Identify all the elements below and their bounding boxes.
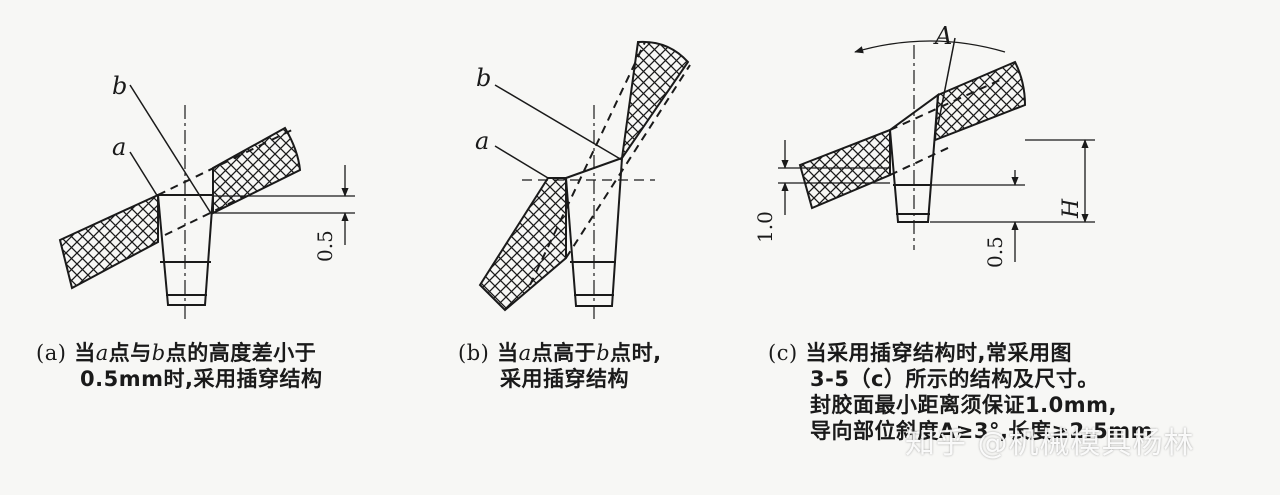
insert-c — [888, 92, 940, 223]
caption-b-var-b: b — [596, 341, 611, 365]
caption-a-var-b: b — [151, 341, 166, 365]
insert-a — [156, 194, 215, 306]
caption-b: (b) 当a点高于b点时, 采用插穿结构 — [458, 340, 662, 392]
caption-c-line2: 3-5（c）所示的结构及尺寸。 — [810, 367, 1099, 391]
caption-c-line1: 当采用插穿结构时,常采用图 — [805, 341, 1072, 365]
caption-a-text: 点与 — [108, 341, 152, 365]
plate-a-left — [58, 193, 159, 290]
caption-c-tag: (c) — [768, 341, 798, 365]
caption-a: (a) 当a点与b点的高度差小于 0.5mm时,采用插穿结构 — [36, 340, 322, 392]
plate-b-lower — [478, 177, 567, 312]
label-A-fig-c: A — [933, 22, 952, 50]
label-b-fig-a: b — [112, 72, 127, 100]
figure-b — [478, 40, 691, 320]
insert-b — [564, 156, 624, 307]
caption-a-tag: (a) — [36, 341, 67, 365]
dim-05-fig-a: 0.5 — [313, 230, 337, 262]
plate-a-right — [212, 126, 302, 215]
label-a-fig-a: a — [112, 133, 126, 161]
caption-b-text: 当 — [497, 341, 519, 365]
watermark: 知乎 @机械模具杨林 — [905, 426, 1195, 461]
caption-a-var-a: a — [95, 341, 109, 365]
caption-c-line3: 封胶面最小距离须保证1.0mm, — [810, 393, 1117, 417]
caption-b-text: 点时, — [610, 341, 662, 365]
caption-b-line2: 采用插穿结构 — [500, 367, 629, 391]
plate-c-left — [798, 128, 891, 210]
label-a-fig-b: a — [475, 127, 489, 155]
caption-c-line4: 导向部位斜度A≥3°,长度≥2.5mm — [810, 419, 1153, 443]
caption-b-var-a: a — [518, 341, 532, 365]
plate-b-upper — [621, 40, 690, 159]
caption-b-text: 点高于 — [531, 341, 597, 365]
dim-05-fig-c: 0.5 — [983, 236, 1007, 268]
dim-10-fig-c: 1.0 — [753, 211, 777, 243]
caption-a-line2: 0.5mm时,采用插穿结构 — [80, 367, 323, 391]
caption-a-text: 点的高度差小于 — [165, 341, 317, 365]
caption-c: (c) 当采用插穿结构时,常采用图 3-5（c）所示的结构及尺寸。 封胶面最小距… — [768, 340, 1153, 444]
caption-a-text: 当 — [74, 341, 96, 365]
dim-H-fig-c: H — [1059, 198, 1084, 219]
plate-c-right — [933, 60, 1027, 142]
figure-c — [778, 37, 1095, 262]
figure-a — [58, 84, 355, 320]
label-b-fig-b: b — [476, 64, 491, 92]
caption-b-tag: (b) — [458, 341, 490, 365]
